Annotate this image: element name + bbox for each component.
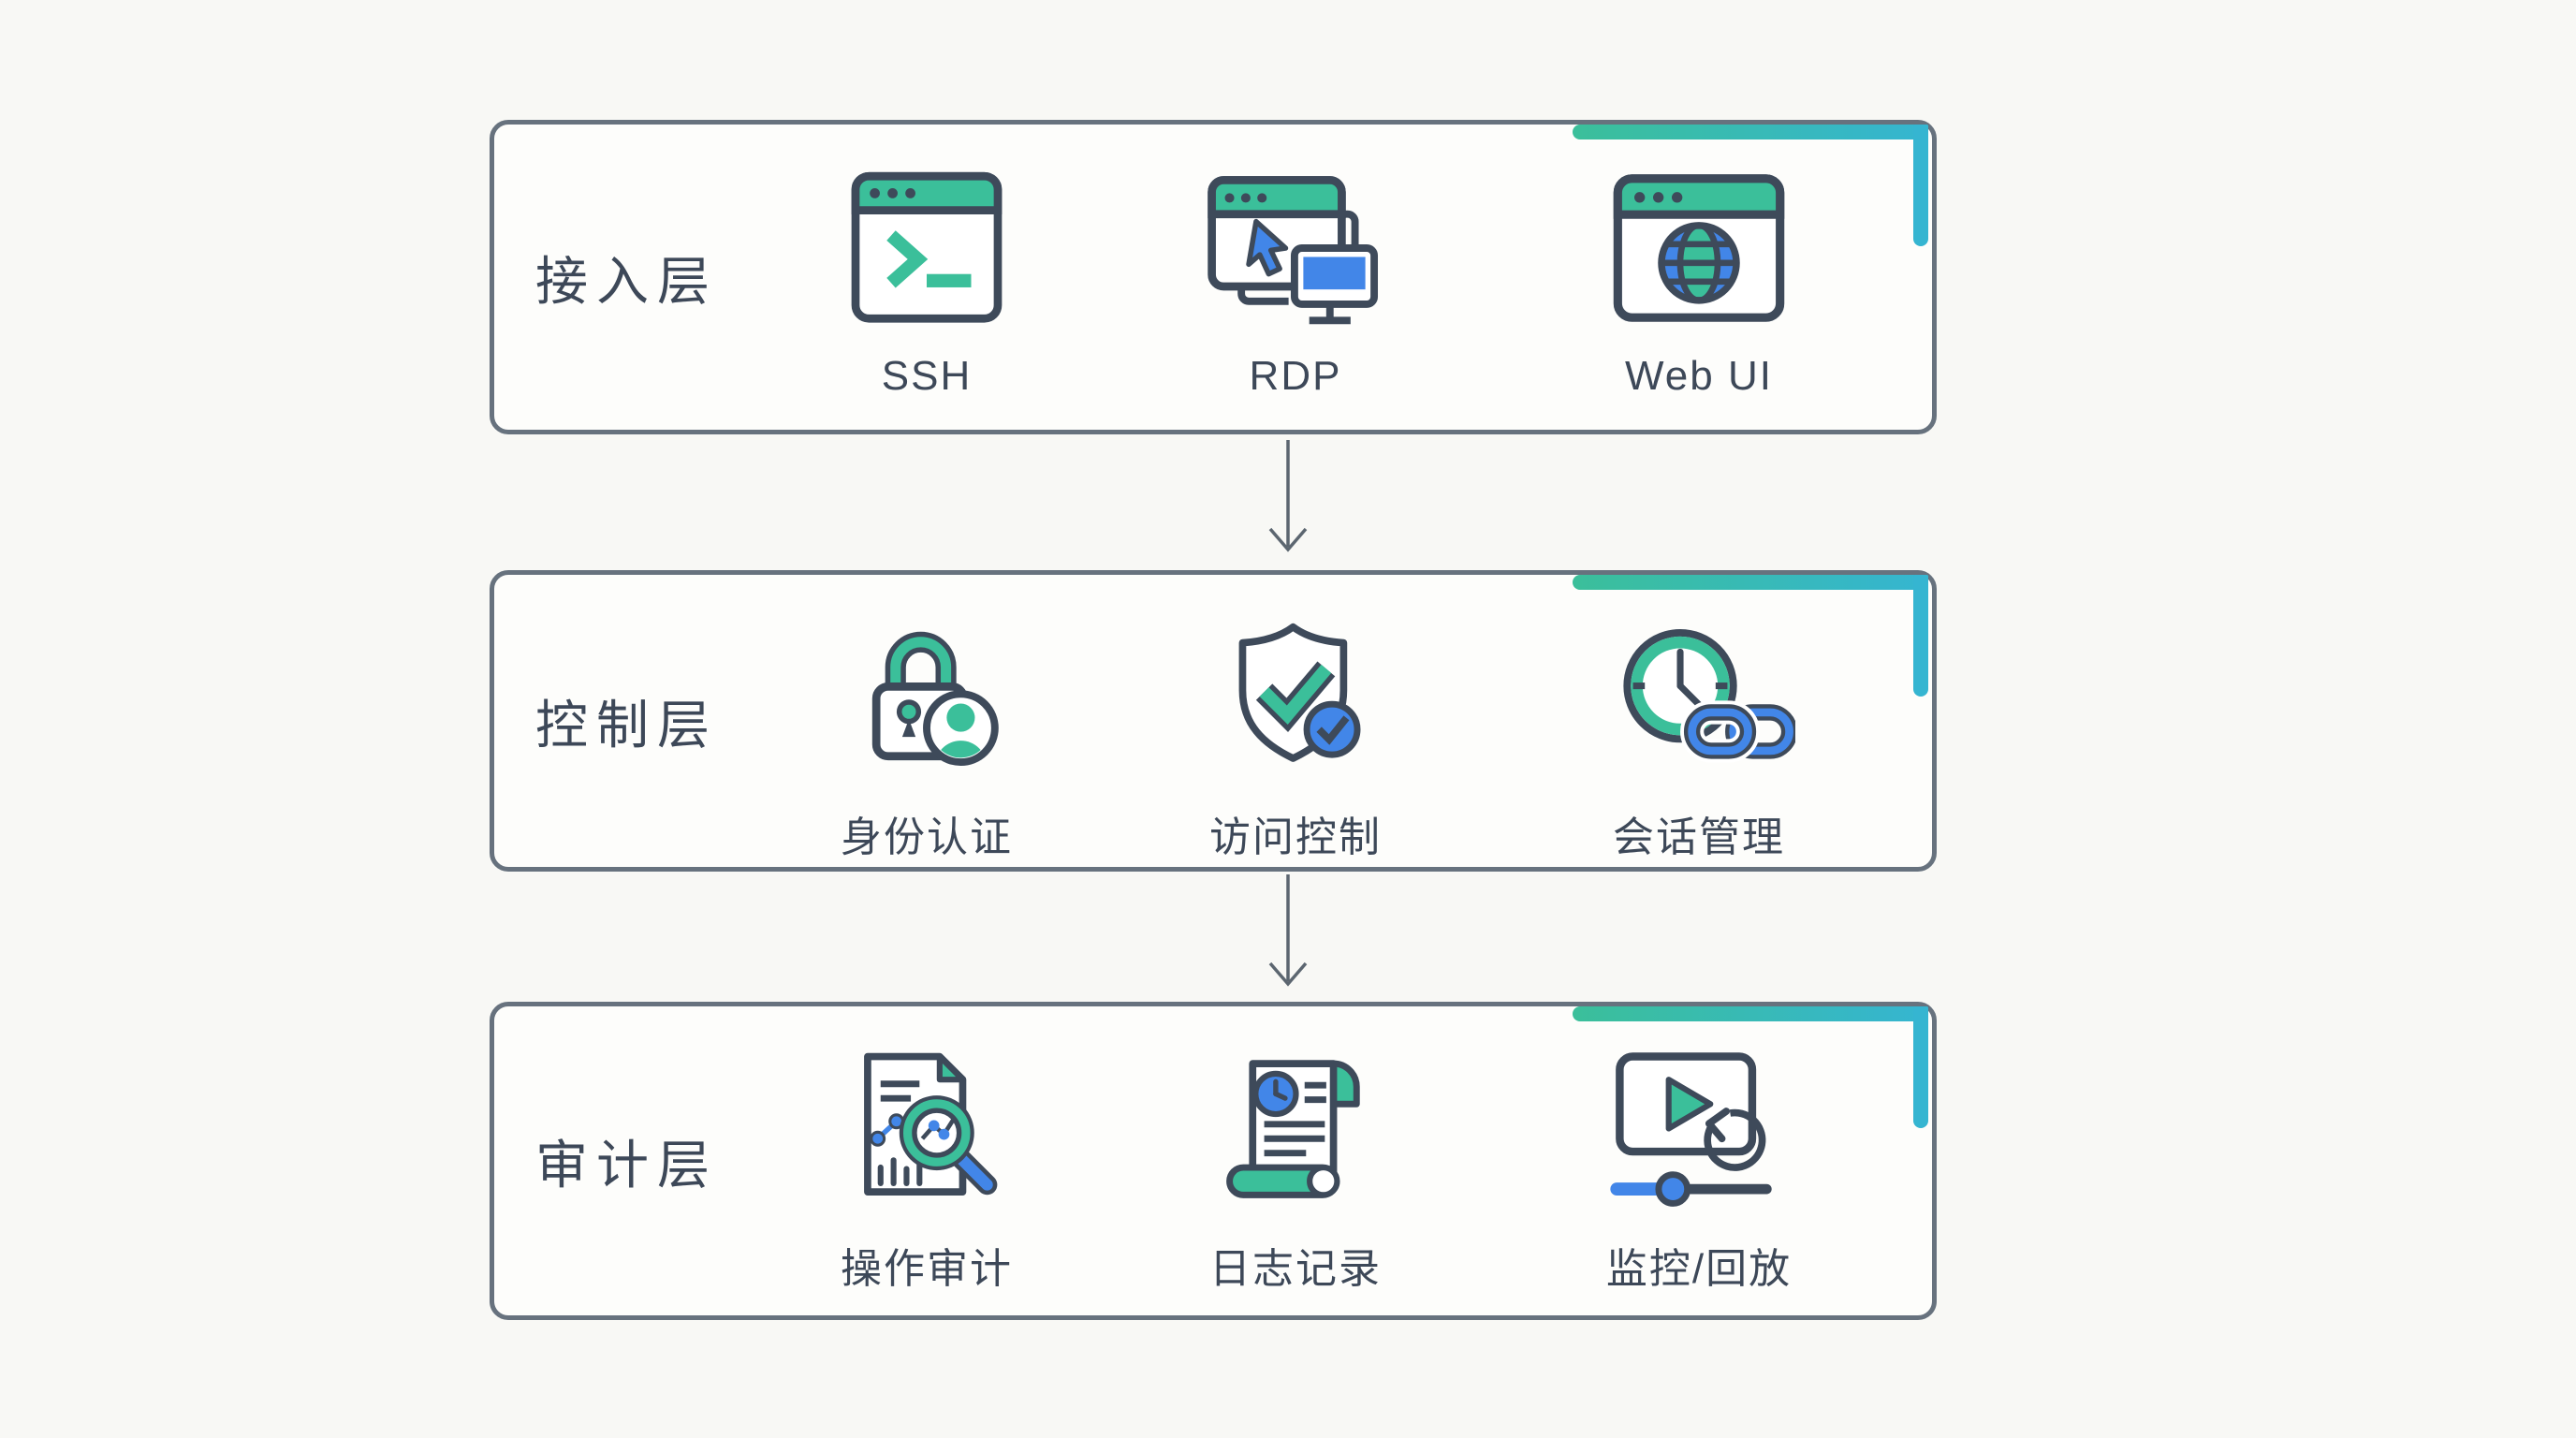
item-label: 身份认证 <box>841 814 1013 860</box>
layer-item: RDP <box>1127 151 1464 400</box>
accent-bar-horizontal <box>1573 125 1928 139</box>
item-label: Web UI <box>1625 353 1773 399</box>
layer-item: 监控/回放 <box>1530 1033 1867 1295</box>
remote-desktop-icon <box>1200 151 1392 345</box>
shield-check-icon <box>1209 601 1383 796</box>
layer-item: 会话管理 <box>1530 601 1867 863</box>
accent-bar-vertical <box>1913 1006 1928 1128</box>
accent-bar-horizontal <box>1573 1006 1928 1021</box>
layer-box-access: 接入层 SSH <box>490 120 1937 434</box>
lock-user-icon <box>838 601 1016 796</box>
item-label: 监控/回放 <box>1605 1246 1793 1292</box>
clock-chain-icon <box>1603 601 1795 796</box>
layer-title-access: 接入层 <box>535 251 718 311</box>
layer-title-audit: 审计层 <box>535 1135 718 1195</box>
layer-item: 身份认证 <box>758 601 1095 863</box>
layer-title-control: 控制层 <box>535 695 718 755</box>
layer-box-audit: 审计层 <box>490 1002 1937 1320</box>
item-label: RDP <box>1249 353 1342 399</box>
document-magnifier-icon <box>833 1033 1020 1227</box>
terminal-window-icon <box>838 151 1016 345</box>
item-label: SSH <box>881 353 973 399</box>
item-label: 日志记录 <box>1209 1246 1382 1292</box>
layer-item: Web UI <box>1530 151 1867 400</box>
down-arrow-connector <box>1268 440 1308 552</box>
layer-item: 操作审计 <box>758 1033 1095 1295</box>
accent-bar-vertical <box>1913 125 1928 246</box>
layer-box-control: 控制层 身份认证 <box>490 570 1937 872</box>
item-label: 操作审计 <box>841 1246 1013 1292</box>
layer-item: SSH <box>758 151 1095 400</box>
item-label: 会话管理 <box>1613 814 1785 860</box>
accent-bar-vertical <box>1913 575 1928 697</box>
browser-globe-icon <box>1605 151 1793 345</box>
item-label: 访问控制 <box>1209 814 1382 860</box>
layer-item: 日志记录 <box>1127 1033 1464 1295</box>
down-arrow-connector <box>1268 874 1308 987</box>
layer-item: 访问控制 <box>1127 601 1464 863</box>
video-replay-icon <box>1605 1033 1793 1227</box>
accent-bar-horizontal <box>1573 575 1928 590</box>
log-scroll-icon <box>1209 1033 1383 1227</box>
